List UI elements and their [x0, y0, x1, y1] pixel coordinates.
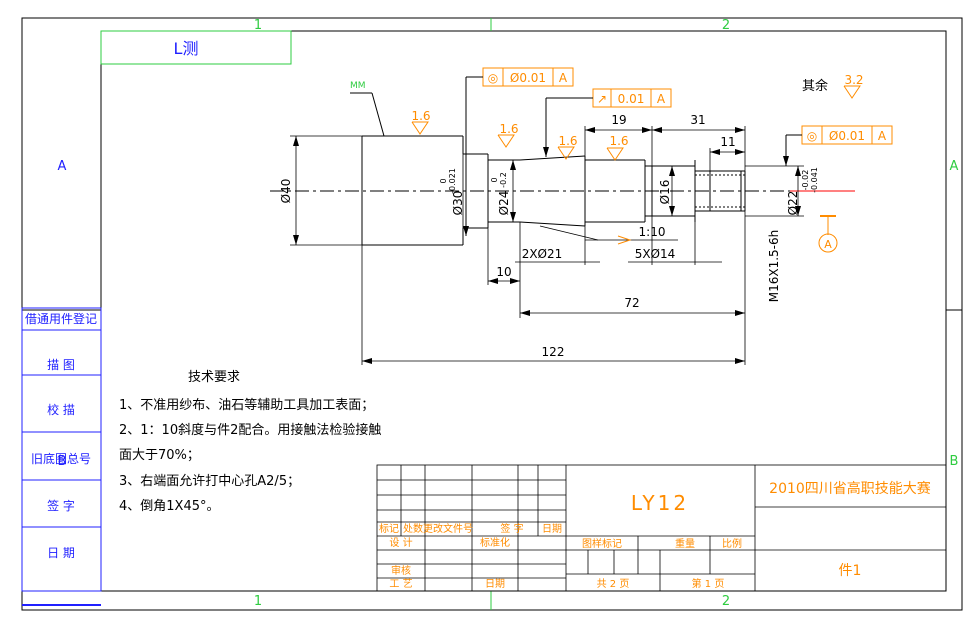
tol2-value: 0.01	[618, 92, 645, 106]
arrowheads	[293, 127, 801, 364]
tech-line-4: 3、右端面允许打中心孔A2/5；	[119, 473, 300, 489]
strip-label-6: 日 期	[47, 546, 75, 560]
tb-process: 工 艺	[389, 578, 412, 590]
contest-title: 2010四川省高职技能大赛	[769, 480, 931, 497]
dim-thread: M16X1.5-6h	[767, 230, 781, 303]
tolerance-frame-2	[543, 88, 672, 157]
zone-row-b-left: B	[58, 454, 67, 469]
other-roughness-value: 3.2	[844, 73, 863, 87]
dim-phi24-tol-up: 0	[490, 177, 499, 182]
tol1-symbol: ◎	[488, 71, 498, 85]
strip-label-5: 签 字	[47, 498, 75, 513]
roughness-4: 1.6	[609, 134, 628, 148]
tb-review: 审核	[391, 564, 411, 577]
datum-label: A	[824, 238, 832, 251]
part-name: 件1	[839, 563, 862, 579]
tol2-symbol: ↗	[597, 92, 607, 106]
dim-phi24-tol-low: -0.2	[499, 172, 508, 188]
other-roughness-label: 其余	[802, 78, 828, 94]
strip-label-4: 旧底图总号	[31, 451, 91, 466]
dim-10: 10	[496, 265, 511, 279]
dim-phi16: Ø16	[658, 180, 672, 205]
tb-scale: 比例	[722, 537, 742, 550]
tech-title: 技术要求	[188, 370, 240, 385]
strip-label-1: 借通用件登记	[25, 311, 97, 326]
left-strip	[21, 307, 102, 606]
tb-standard: 标准化	[480, 536, 510, 549]
dim-phi40: Ø40	[279, 179, 293, 204]
tb-date: 日期	[485, 578, 505, 590]
datum-symbol	[818, 215, 838, 253]
tolerance-frame-3	[783, 125, 893, 166]
tol2-datum: A	[657, 92, 666, 106]
dim-19: 19	[611, 113, 626, 127]
title-block-grid	[376, 464, 947, 592]
tb-sign: 签 字	[500, 522, 523, 535]
tech-line-3: 面大于70%；	[119, 448, 200, 463]
material: LY12	[631, 491, 689, 515]
dim-31: 31	[690, 113, 705, 127]
dim-122: 122	[542, 345, 565, 359]
tb-weight: 重量	[675, 537, 695, 550]
tech-line-1: 1、不准用纱布、油石等辅助工具加工表面；	[119, 397, 374, 413]
tolerance-frame-1	[463, 67, 574, 236]
zone-col-1-bottom: 1	[254, 594, 262, 609]
tb-design: 设 计	[389, 536, 412, 549]
tol3-value: Ø0.01	[829, 129, 865, 143]
tb-stage: 图样标记	[582, 537, 622, 550]
stamp-text: L测	[174, 39, 199, 58]
leader-label: MM	[350, 81, 366, 91]
dim-11: 11	[720, 135, 735, 149]
tol3-datum: A	[878, 129, 887, 143]
outer-frame	[21, 17, 963, 611]
roughness-1: 1.6	[411, 109, 430, 123]
dim-phi22-tol-up: -0.02	[801, 170, 810, 191]
tb-sheets: 共 2 页	[597, 578, 630, 590]
zone-col-1-top: 1	[254, 18, 262, 33]
zone-col-2-bottom: 2	[722, 594, 730, 609]
dim-groove2: 5XØ14	[635, 247, 676, 261]
dimension-lines	[290, 126, 804, 365]
tb-sheet: 第 1 页	[692, 577, 725, 590]
dim-phi30-tol-low: -0.021	[448, 168, 457, 194]
roughness-symbols	[411, 85, 861, 245]
tech-line-2: 2、1：10斜度与件2配合。用接触法检验接触	[119, 422, 381, 438]
dim-phi22: Ø22	[786, 191, 800, 216]
roughness-2: 1.6	[499, 122, 518, 136]
tb-mark: 标记	[379, 523, 399, 535]
dim-72: 72	[624, 296, 639, 310]
tol1-datum: A	[559, 71, 568, 85]
shaft-outline	[350, 92, 746, 246]
dim-phi30: Ø30	[451, 191, 465, 216]
stamp-box	[100, 30, 292, 65]
strip-label-2: 描 图	[47, 358, 75, 372]
tb-date-h: 日期	[542, 523, 562, 535]
dim-phi30-tol-up: 0	[439, 178, 448, 183]
tol1-value: Ø0.01	[510, 71, 546, 85]
roughness-3: 1.6	[558, 134, 577, 148]
zone-row-a-right: A	[950, 159, 959, 174]
tech-line-5: 4、倒角1X45°。	[119, 499, 220, 514]
dim-taper: 1:10	[639, 225, 666, 239]
zone-row-a-left: A	[58, 159, 67, 174]
tol3-symbol: ◎	[807, 129, 817, 143]
zone-col-2-top: 2	[722, 18, 730, 33]
dim-phi22-tol-low: -0.041	[810, 167, 819, 193]
dim-groove1: 2XØ21	[522, 247, 563, 261]
zone-row-b-right: B	[950, 454, 959, 469]
dim-phi24: Ø24	[497, 191, 511, 216]
tb-doc: 更改文件号	[423, 522, 473, 535]
strip-label-3: 校 描	[47, 402, 75, 417]
tb-count: 处数	[403, 522, 423, 535]
